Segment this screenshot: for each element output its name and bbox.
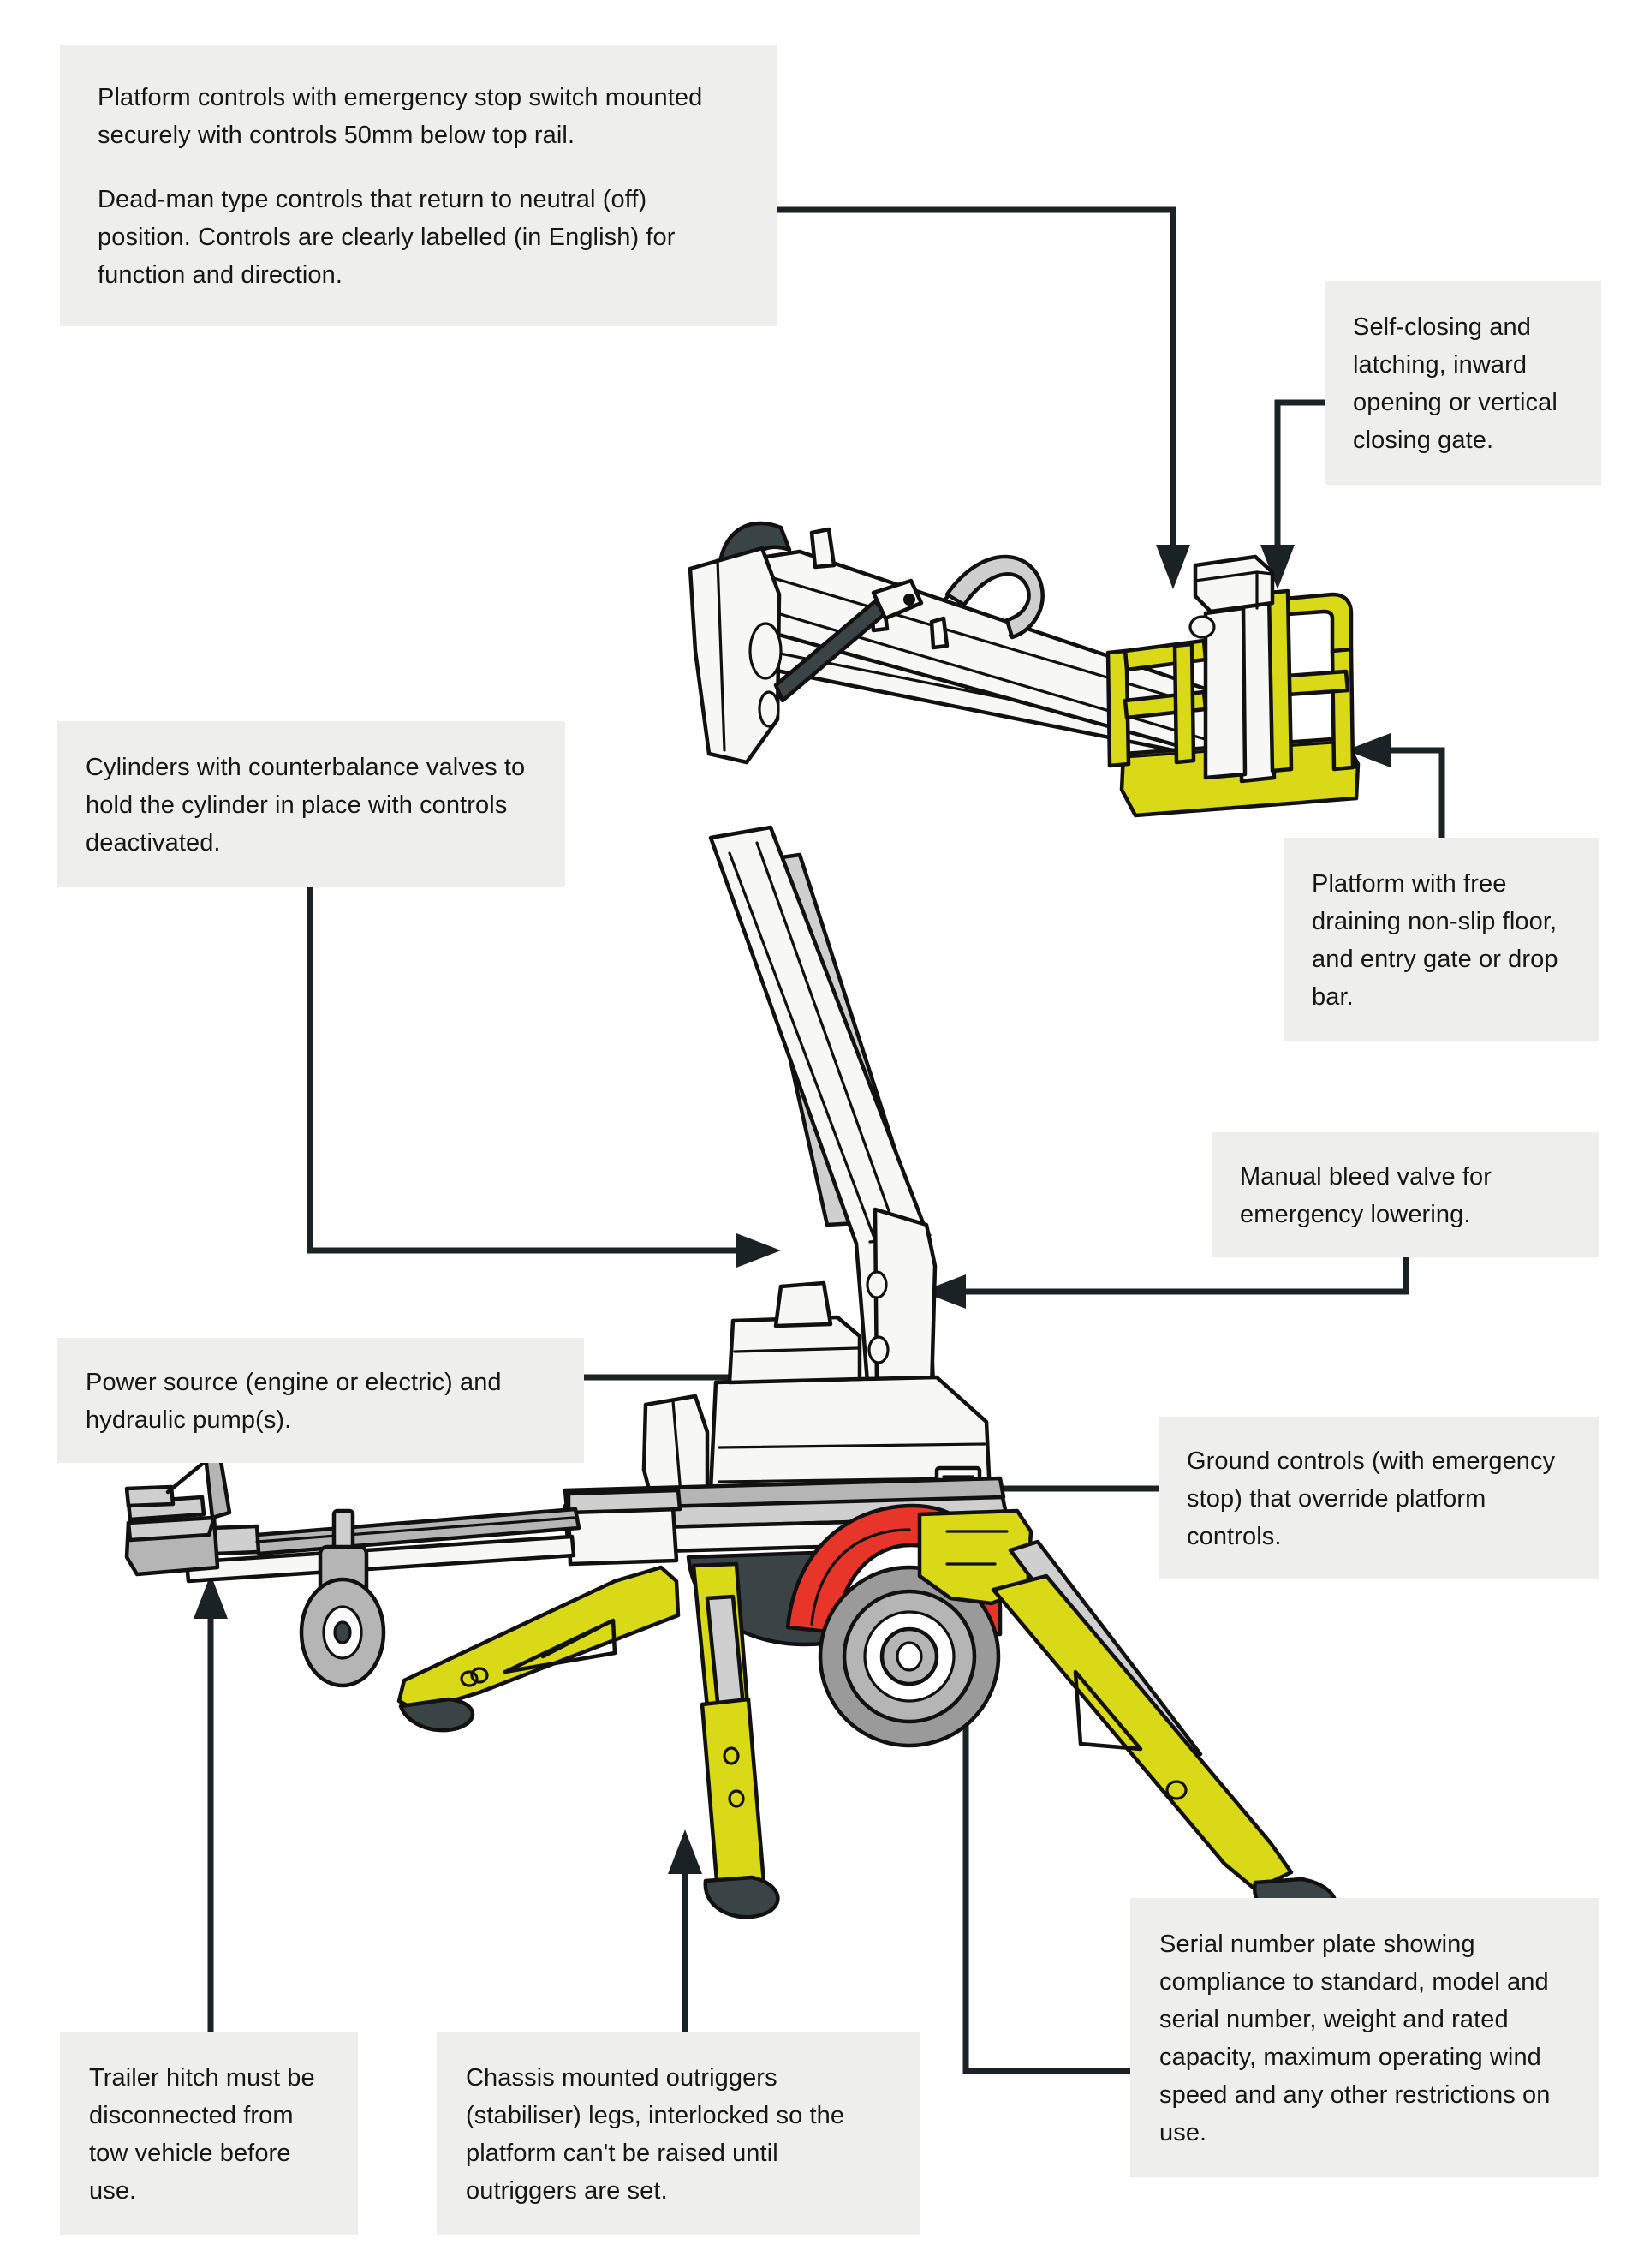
callout-paragraph: Power source (engine or electric) and hy… xyxy=(86,1369,502,1435)
front-right-outrigger xyxy=(691,1561,780,1919)
callout-paragraph: Platform controls with emergency stop sw… xyxy=(98,84,703,150)
machine-illustration xyxy=(124,521,1361,1925)
boom-pivot-head xyxy=(688,521,924,765)
callout-paragraph: Trailer hitch must be disconnected from … xyxy=(89,2064,315,2205)
platform-basket xyxy=(1105,554,1361,818)
callout-counterbalance-cylinders: Cylinders with counterbalance valves to … xyxy=(57,721,565,888)
callout-ground-controls: Ground controls (with emergency stop) th… xyxy=(1159,1417,1599,1580)
leader-trailer-hitch xyxy=(194,1574,228,2032)
callout-self-closing-gate: Self-closing and latching, inward openin… xyxy=(1325,281,1601,486)
callout-paragraph: Ground controls (with emergency stop) th… xyxy=(1187,1447,1556,1551)
callout-trailer-hitch: Trailer hitch must be disconnected from … xyxy=(60,2032,358,2236)
boom-knuckle xyxy=(866,1207,938,1392)
platform-control-box xyxy=(1193,554,1275,614)
leader-cylinders xyxy=(307,880,781,1268)
rear-outrigger xyxy=(917,1508,1337,1925)
callout-platform-floor: Platform with free draining non-slip flo… xyxy=(1284,838,1599,1042)
callout-paragraph: Dead-man type controls that return to ne… xyxy=(98,185,676,289)
callout-chassis-outriggers: Chassis mounted outriggers (stabiliser) … xyxy=(437,2032,920,2236)
front-left-outrigger xyxy=(396,1565,681,1733)
jockey-wheel xyxy=(299,1508,386,1688)
callout-paragraph: Cylinders with counterbalance valves to … xyxy=(86,754,526,857)
callout-paragraph: Platform with free draining non-slip flo… xyxy=(1312,870,1558,1012)
leader-outriggers xyxy=(668,1829,702,2032)
callout-paragraph: Manual bleed valve for emergency lowerin… xyxy=(1240,1163,1492,1229)
leader-gate xyxy=(1260,399,1325,589)
callout-paragraph: Serial number plate showing compliance t… xyxy=(1159,1931,1551,2147)
callout-serial-number-plate: Serial number plate showing compliance t… xyxy=(1130,1898,1599,2178)
leader-platform-controls xyxy=(777,206,1190,589)
trailer-drawbar xyxy=(165,1507,581,1584)
callout-power-source: Power source (engine or electric) and hy… xyxy=(57,1338,584,1464)
callout-paragraph: Self-closing and latching, inward openin… xyxy=(1353,313,1558,455)
callout-manual-bleed-valve: Manual bleed valve for emergency lowerin… xyxy=(1212,1132,1599,1258)
leader-platform-floor xyxy=(1346,733,1445,838)
callout-paragraph: Chassis mounted outriggers (stabiliser) … xyxy=(466,2064,845,2205)
road-wheel xyxy=(818,1565,1001,1748)
trailer-hitch-coupling xyxy=(124,1448,232,1577)
callout-platform-controls: Platform controls with emergency stop sw… xyxy=(60,45,777,326)
platform-guardrail xyxy=(1105,588,1355,773)
